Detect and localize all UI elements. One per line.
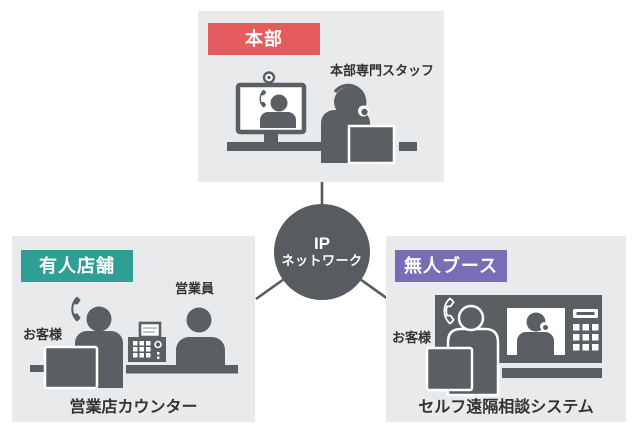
store-tag-badge: 有人店舗 bbox=[21, 250, 133, 282]
clerk-icon bbox=[176, 307, 225, 373]
customer-head bbox=[457, 304, 485, 332]
counter-pedestal-icon bbox=[425, 346, 474, 392]
phone-handset-icon bbox=[443, 297, 455, 325]
store-clerk-label: 営業員 bbox=[175, 281, 215, 296]
video-screen-icon bbox=[507, 308, 565, 355]
keypad-icon bbox=[133, 341, 160, 359]
staff-head bbox=[334, 87, 364, 117]
network-hub-circle bbox=[274, 204, 370, 300]
store-scene-illustration bbox=[30, 296, 238, 390]
customer-head bbox=[86, 306, 112, 332]
booth-caption: セルフ遠隔相談システム bbox=[418, 399, 594, 416]
remote-staff-on-screen-icon bbox=[517, 312, 554, 355]
store-caption: 営業店カウンター bbox=[69, 399, 198, 416]
keypad-icon bbox=[573, 309, 599, 351]
hq-staff-icon bbox=[321, 83, 396, 165]
hub-label-line2: ネットワーク bbox=[281, 253, 363, 269]
customer-icon bbox=[425, 297, 500, 397]
monitor-stand bbox=[264, 132, 278, 143]
booth-customer-label: お客様 bbox=[392, 330, 432, 345]
customer-icon bbox=[43, 296, 123, 390]
phone-handset-icon bbox=[259, 89, 267, 108]
desk-icon bbox=[227, 142, 417, 151]
counter-pedestal-icon bbox=[43, 345, 99, 390]
phone-handset-icon bbox=[71, 296, 81, 322]
remote-customer-on-screen-icon bbox=[259, 89, 296, 128]
terminal-shelf-icon bbox=[502, 368, 602, 378]
hq-scene-illustration bbox=[227, 71, 417, 165]
node-unmanned-booth: 無人ブース お客様 セルフ遠隔相談システム bbox=[386, 236, 626, 422]
webcam-icon bbox=[262, 71, 276, 86]
hq-tag-badge: 本部 bbox=[208, 23, 320, 55]
desk-phone-icon bbox=[128, 321, 166, 362]
node-staffed-store: 有人店舗 営業員 お客様 営業店カウンター bbox=[12, 236, 255, 422]
node-headquarters: 本部 本部専門スタッフ bbox=[198, 11, 444, 182]
desk-cabinet-icon bbox=[347, 124, 396, 165]
headset-icon bbox=[333, 83, 369, 117]
hub-label-line1: IP bbox=[313, 233, 331, 253]
booth-scene-illustration bbox=[425, 295, 602, 397]
store-customer-label: お客様 bbox=[23, 327, 63, 342]
hq-staff-label: 本部専門スタッフ bbox=[330, 63, 435, 78]
counter-icon bbox=[30, 365, 238, 374]
booth-tag-badge: 無人ブース bbox=[395, 250, 507, 282]
network-hub-label: IP ネットワーク bbox=[274, 204, 370, 300]
